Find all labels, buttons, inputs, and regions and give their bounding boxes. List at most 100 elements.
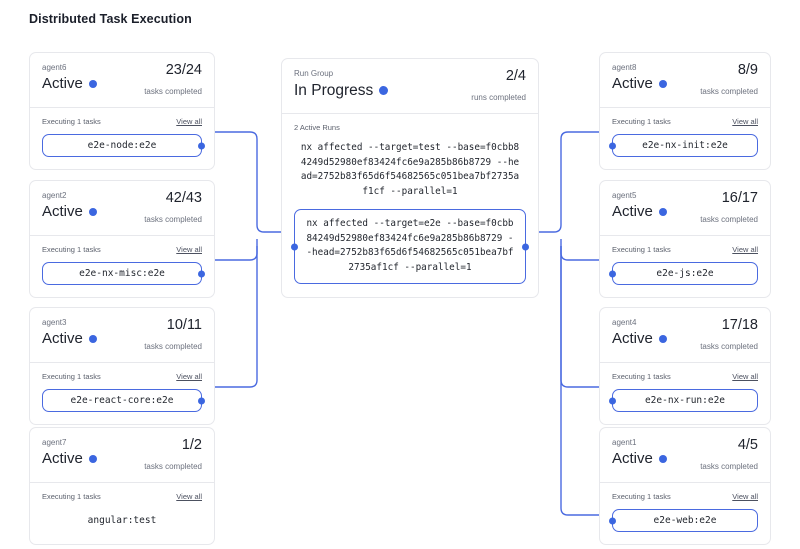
view-all-link[interactable]: View all [176,245,202,254]
agent-name: agent2 [42,191,67,200]
agent-status: Active [612,330,653,347]
executing-label: Executing 1 tasks [612,117,671,126]
agent-card[interactable]: agent6 Active 23/24 tasks completed Exec… [29,52,215,170]
agent-card[interactable]: agent7 Active 1/2 tasks completed Execut… [29,427,215,545]
executing-label: Executing 1 tasks [612,245,671,254]
card-divider [30,235,214,236]
tasks-ratio: 42/43 [165,190,202,206]
task-pill[interactable]: e2e-nx-init:e2e [609,134,758,157]
tasks-ratio-label: tasks completed [144,215,202,224]
agent-status: Active [612,75,653,92]
card-divider [600,107,770,108]
agent-name: agent4 [612,318,637,327]
task-pill[interactable]: e2e-node:e2e [42,134,205,157]
connector-dot-icon [609,142,616,149]
task-pill[interactable]: e2e-web:e2e [609,509,758,532]
agent-card[interactable]: agent3 Active 10/11 tasks completed Exec… [29,307,215,425]
agent-card-body: Executing 1 tasks View all angular:test [30,483,214,544]
view-all-link[interactable]: View all [732,117,758,126]
agent-name: agent3 [42,318,67,327]
connector-dot-icon [522,243,529,250]
agent-card-header: agent8 Active 8/9 tasks completed [600,53,770,107]
agent-card-header: agent6 Active 23/24 tasks completed [30,53,214,107]
connector-dot-icon [198,142,205,149]
status-dot-icon [88,335,97,343]
tasks-ratio: 17/18 [721,317,758,333]
agent-card-header: agent1 Active 4/5 tasks completed [600,428,770,482]
card-divider [30,482,214,483]
task-pill[interactable]: e2e-react-core:e2e [42,389,205,412]
tasks-ratio: 1/2 [181,437,202,453]
task-pill[interactable]: e2e-js:e2e [609,262,758,285]
run-command[interactable]: nx affected --target=test --base=f0cbb84… [300,142,520,197]
tasks-ratio: 4/5 [737,437,758,453]
run-group-status: In Progress [294,82,374,99]
connector-dot-icon [609,270,616,277]
executing-label: Executing 1 tasks [42,492,101,501]
task-name: e2e-react-core:e2e [70,395,174,406]
agent-card-header: agent5 Active 16/17 tasks completed [600,181,770,235]
agent-card[interactable]: agent2 Active 42/43 tasks completed Exec… [29,180,215,298]
status-dot-icon [379,86,389,95]
connector-dot-icon [609,517,616,524]
agent-card[interactable]: agent4 Active 17/18 tasks completed Exec… [599,307,771,425]
task-name: angular:test [87,515,157,526]
agent-card-body: Executing 1 tasks View all e2e-js:e2e [600,236,770,297]
view-all-link[interactable]: View all [176,117,202,126]
connector-dot-icon [198,397,205,404]
tasks-ratio-label: tasks completed [144,87,202,96]
task-name: e2e-js:e2e [656,268,714,279]
card-divider [282,113,538,114]
status-dot-icon [658,335,667,343]
status-dot-icon [88,208,97,216]
runs-ratio: 2/4 [505,68,526,84]
agent-card-body: Executing 1 tasks View all e2e-nx-init:e… [600,108,770,169]
agent-card-body: Executing 1 tasks View all e2e-react-cor… [30,363,214,424]
executing-label: Executing 1 tasks [42,372,101,381]
status-dot-icon [88,455,97,463]
connector-dot-icon [291,243,298,250]
tasks-ratio-label: tasks completed [144,462,202,471]
run-command-highlighted[interactable]: nx affected --target=e2e --base=f0cbb842… [291,209,529,284]
view-all-link[interactable]: View all [732,492,758,501]
status-dot-icon [88,80,97,88]
agent-card-body: Executing 1 tasks View all e2e-node:e2e [30,108,214,169]
agent-card-header: agent7 Active 1/2 tasks completed [30,428,214,482]
task-pill[interactable]: e2e-nx-misc:e2e [42,262,205,285]
task-name: e2e-nx-init:e2e [642,140,728,151]
agent-card-body: Executing 1 tasks View all e2e-nx-misc:e… [30,236,214,297]
executing-label: Executing 1 tasks [42,117,101,126]
status-dot-icon [658,80,667,88]
agent-status: Active [612,450,653,467]
agent-status: Active [42,330,83,347]
executing-label: Executing 1 tasks [42,245,101,254]
run-command: nx affected --target=e2e --base=f0cbb842… [306,218,514,273]
view-all-link[interactable]: View all [176,372,202,381]
tasks-ratio-label: tasks completed [700,87,758,96]
agent-name: agent6 [42,63,67,72]
agent-status: Active [42,203,83,220]
agent-status: Active [42,450,83,467]
agent-card-header: agent2 Active 42/43 tasks completed [30,181,214,235]
agent-card[interactable]: agent5 Active 16/17 tasks completed Exec… [599,180,771,298]
card-divider [30,107,214,108]
tasks-ratio-label: tasks completed [700,462,758,471]
agent-card[interactable]: agent8 Active 8/9 tasks completed Execut… [599,52,771,170]
view-all-link[interactable]: View all [732,372,758,381]
run-group-card[interactable]: Run Group In Progress 2/4 runs completed… [281,58,539,298]
card-divider [600,235,770,236]
tasks-ratio: 10/11 [166,317,202,333]
agent-name: agent8 [612,63,637,72]
agent-card[interactable]: agent1 Active 4/5 tasks completed Execut… [599,427,771,545]
task-name: e2e-web:e2e [653,515,717,526]
agent-name: agent5 [612,191,637,200]
tasks-ratio-label: tasks completed [144,342,202,351]
card-divider [600,362,770,363]
task-pill[interactable]: e2e-nx-run:e2e [609,389,758,412]
executing-label: Executing 1 tasks [612,372,671,381]
view-all-link[interactable]: View all [732,245,758,254]
tasks-ratio-label: tasks completed [700,342,758,351]
tasks-ratio: 8/9 [737,62,758,78]
view-all-link[interactable]: View all [176,492,202,501]
runs-ratio-label: runs completed [471,93,526,102]
